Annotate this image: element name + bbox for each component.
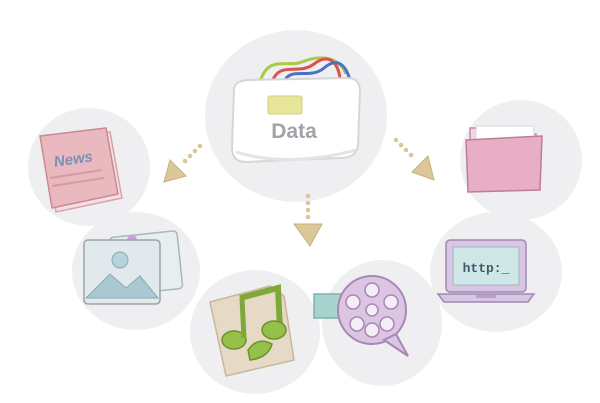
web-node[interactable]: http:_ xyxy=(436,236,536,308)
data-storage-box-icon: Data xyxy=(230,56,362,164)
music-note-icon xyxy=(209,284,295,377)
news-label: News xyxy=(53,148,94,170)
files-node[interactable] xyxy=(462,118,552,198)
music-node[interactable] xyxy=(200,280,300,380)
data-node[interactable]: Data xyxy=(228,54,368,169)
arrow-left-icon xyxy=(163,143,203,183)
images-node[interactable] xyxy=(80,228,190,318)
arrow-to-music xyxy=(288,192,328,248)
arrow-down-icon xyxy=(293,193,323,247)
video-node[interactable] xyxy=(312,270,422,370)
picture-icon xyxy=(83,230,184,305)
news-node[interactable]: News xyxy=(30,120,130,220)
arrow-to-news xyxy=(160,140,210,190)
url-text: http:_ xyxy=(463,261,510,276)
arrow-right-icon xyxy=(393,137,435,181)
film-reel-icon xyxy=(313,275,409,357)
arrow-to-files xyxy=(390,134,440,184)
newspaper-icon: News xyxy=(39,127,123,213)
data-label: Data xyxy=(271,120,317,143)
laptop-icon: http:_ xyxy=(436,239,536,303)
folder-icon xyxy=(465,125,543,193)
